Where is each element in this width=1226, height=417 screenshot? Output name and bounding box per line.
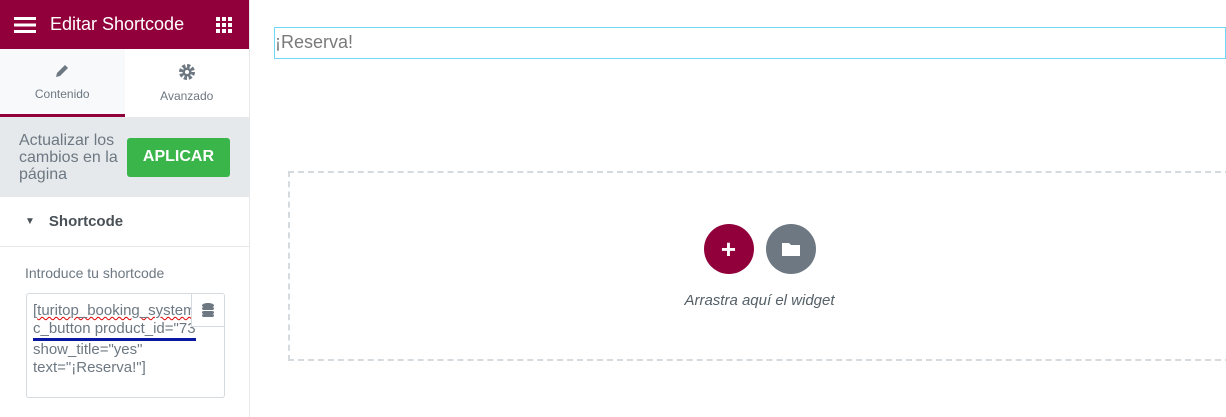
shortcode-output[interactable]: ¡Reserva!	[274, 27, 1226, 59]
editor-panel: Editar Shortcode Contenido Avanzado Actu…	[0, 0, 250, 417]
panel-title: Editar Shortcode	[50, 14, 185, 34]
line-2: c_button product_id="73	[33, 320, 196, 341]
tab-label: Avanzado	[160, 89, 214, 103]
gear-icon	[178, 64, 195, 80]
tab-avanzado[interactable]: Avanzado	[125, 49, 250, 117]
page-canvas: ¡Reserva! + Arrastra aquí el widget	[251, 0, 1226, 417]
database-icon	[202, 303, 214, 317]
drop-area[interactable]: + Arrastra aquí el widget	[288, 171, 1226, 361]
section-shortcode-toggle[interactable]: ▼ Shortcode	[0, 197, 249, 247]
section-title: Shortcode	[48, 213, 124, 230]
add-section-button[interactable]: +	[703, 224, 754, 274]
line-1: [turitop_booking_system	[33, 302, 196, 319]
menu-icon[interactable]	[14, 16, 36, 33]
line-text: turitop_booking_system	[37, 302, 196, 319]
drop-hint: Arrastra aquí el widget	[684, 292, 835, 309]
panel-header: Editar Shortcode	[0, 0, 249, 49]
line-3: show_title="yes"	[33, 341, 143, 358]
plus-icon: +	[720, 233, 737, 264]
widgets-grid-icon[interactable]	[216, 16, 232, 33]
apply-button[interactable]: APLICAR	[126, 137, 230, 177]
add-template-button[interactable]	[765, 224, 816, 274]
apply-text: Actualizar los cambios en la página	[19, 131, 118, 183]
tab-label: Contenido	[34, 86, 90, 101]
folder-icon	[781, 243, 800, 256]
apply-bar: Actualizar los cambios en la página APLI…	[0, 117, 249, 197]
shortcode-label: Introduce tu shortcode	[25, 265, 165, 281]
caret-down-icon: ▼	[25, 216, 35, 227]
line-4: text="¡Reserva!"]	[33, 359, 146, 376]
tab-contenido[interactable]: Contenido	[0, 49, 125, 117]
pencil-icon	[56, 64, 69, 77]
dynamic-tags-button[interactable]	[191, 294, 224, 327]
